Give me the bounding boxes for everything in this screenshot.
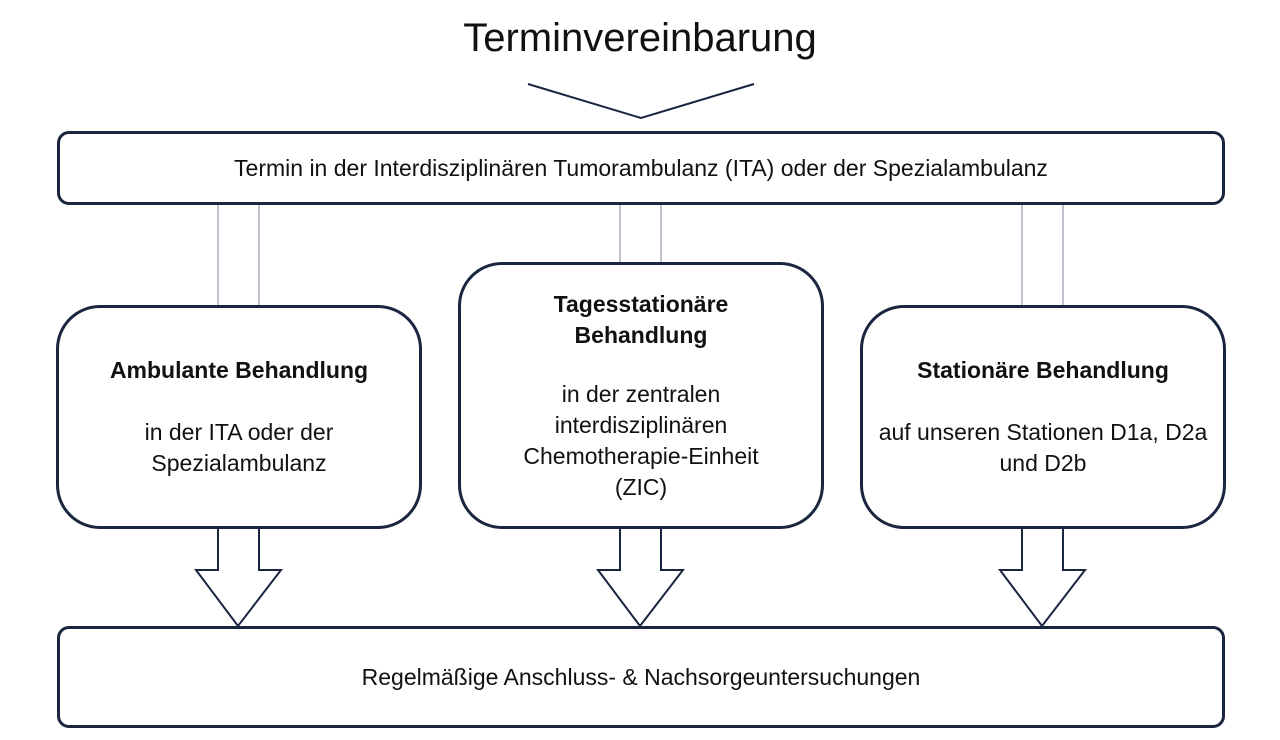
arrows-bottom [194,527,1088,628]
appointment-box: Termin in der Interdisziplinären Tumoram… [57,131,1225,205]
card-description: in der zentralen interdisziplinären Chem… [523,380,759,500]
card-title: Stationäre Behandlung [917,357,1169,383]
card-outpatient: Ambulante Behandlung in der ITA oder der… [56,305,422,529]
down-arrow-icon [998,527,1088,628]
down-arrow-icon [194,527,284,628]
down-arrow-icon [596,527,686,628]
card-inpatient: Stationäre Behandlung auf unseren Statio… [860,305,1226,529]
followup-text: Regelmäßige Anschluss- & Nachsorgeunters… [361,664,921,690]
card-title: Tagesstationäre Behandlung [553,290,729,348]
card-title: Ambulante Behandlung [109,357,369,383]
followup-box: Regelmäßige Anschluss- & Nachsorgeunters… [57,626,1225,728]
title-chevron [527,83,755,120]
card-description: in der ITA oder der Spezialambulanz [144,419,334,476]
connectors-top [217,205,1064,305]
diagram-title: Terminvereinbarung [463,16,817,60]
appointment-text: Termin in der Interdisziplinären Tumoram… [234,155,1048,181]
card-day-clinic: Tagesstationäre Behandlung in der zentra… [458,262,824,529]
card-description: auf unseren Stationen D1a, D2a und D2b [878,419,1208,476]
